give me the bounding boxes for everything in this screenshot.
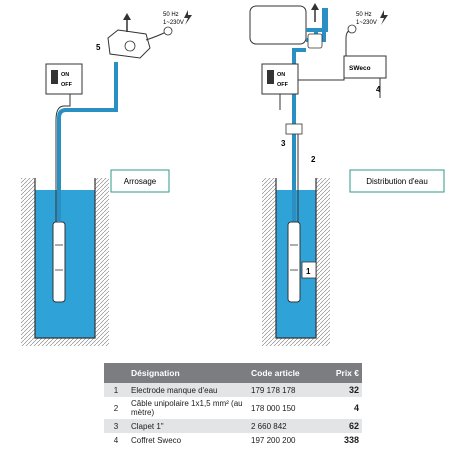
left-ground-hatch-bottom [21, 338, 109, 346]
right-submersible-pump [287, 221, 301, 303]
row-code: 179 178 178 [248, 383, 328, 397]
row-number: 2 [104, 397, 128, 419]
parts-table: Désignation Code article Prix € 1 Electr… [104, 363, 362, 447]
row-price: 32 [328, 383, 362, 397]
left-caption: Arrosage [124, 177, 157, 186]
right-power-freq: 50 Hz [356, 12, 372, 18]
right-switch-off: OFF [277, 82, 289, 88]
right-outlet-arrow-icon [311, 3, 319, 10]
header-number [104, 363, 128, 383]
left-riser-pipe [57, 62, 118, 222]
right-ground-hatch-bottom [262, 338, 330, 346]
right-lightning-icon [380, 10, 388, 25]
table-row: 1 Electrode manque d'eau 179 178 178 32 [104, 383, 362, 397]
row-code: 2 660 842 [248, 419, 328, 433]
left-lightning-icon [184, 10, 192, 25]
right-well-wall [275, 178, 317, 339]
right-callout-3: 3 [281, 139, 286, 148]
header-designation: Désignation [128, 363, 248, 383]
right-pressure-tank [249, 5, 307, 45]
row-price: 338 [328, 433, 362, 447]
parts-table-header: Désignation Code article Prix € [104, 363, 362, 383]
left-switch-on: ON [61, 72, 69, 78]
right-caption-box [349, 169, 445, 193]
right-switch-cable [298, 64, 345, 81]
right-electrode-box [301, 261, 317, 279]
right-installation: 3 2 1 ON OFF SWeco 4 50 Hz 1~230V Distri… [249, 3, 445, 346]
left-switch-off: OFF [61, 82, 73, 88]
left-outlet-arrow-icon [123, 13, 131, 20]
right-caption: Distribution d'eau [366, 177, 428, 186]
left-power-cable [55, 82, 71, 222]
header-price: Prix € [328, 363, 362, 383]
row-number: 1 [104, 383, 128, 397]
row-code: 197 200 200 [248, 433, 328, 447]
left-mains-cable [145, 31, 167, 41]
left-caption-box [110, 169, 170, 193]
left-callout-5: 5 [96, 43, 101, 52]
row-number: 3 [104, 419, 128, 433]
row-designation: Câble unipolaire 1x1,5 mm² (au mètre) [128, 397, 248, 419]
right-plug-icon [347, 24, 357, 34]
left-power-freq: 50 Hz [163, 12, 179, 18]
row-number: 4 [104, 433, 128, 447]
right-check-valve [285, 123, 303, 135]
left-well-wall [34, 178, 96, 339]
row-price: 4 [328, 397, 362, 419]
table-row: 2 Câble unipolaire 1x1,5 mm² (au mètre) … [104, 397, 362, 419]
row-designation: Coffret Sweco [128, 433, 248, 447]
row-designation: Clapet 1" [128, 419, 248, 433]
right-ground-hatch-right [316, 178, 330, 338]
header-code: Code article [248, 363, 328, 383]
right-power-volt: 1~230V [356, 20, 377, 26]
left-ground-hatch-left [21, 178, 35, 338]
left-plug-icon [163, 26, 173, 36]
left-power-volt: 1~230V [163, 20, 184, 26]
right-sweco-box [343, 55, 387, 79]
right-callout-1: 1 [306, 267, 311, 276]
left-installation: ON OFF 5 50 Hz 1~230V Arrosage [21, 10, 192, 346]
right-ground-hatch-left [262, 178, 276, 338]
row-price: 62 [328, 419, 362, 433]
right-mains-cable [345, 29, 351, 56]
left-controller-gauge [124, 40, 136, 52]
right-check-valve-top [307, 33, 323, 49]
pump-installation-diagram: ON OFF 5 50 Hz 1~230V Arrosage [21, 3, 445, 346]
row-designation: Electrode manque d'eau [128, 383, 248, 397]
right-switch-on: ON [277, 72, 285, 78]
left-ground-hatch-right [95, 178, 109, 338]
table-row: 3 Clapet 1" 2 660 842 62 [104, 419, 362, 433]
right-tank-pipe [306, 8, 328, 32]
right-sweco-label: SWeco [349, 65, 371, 72]
right-callout-2: 2 [311, 155, 316, 164]
table-row: 4 Coffret Sweco 197 200 200 338 [104, 433, 362, 447]
right-callout-4: 4 [376, 85, 381, 94]
row-code: 178 000 150 [248, 397, 328, 419]
right-switch-lever [267, 70, 274, 84]
left-switch-lever [51, 70, 58, 84]
left-submersible-pump [52, 221, 66, 303]
